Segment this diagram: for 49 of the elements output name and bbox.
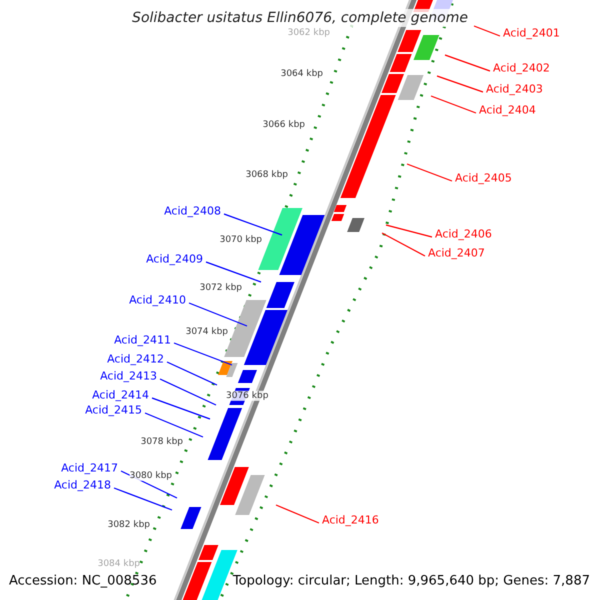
tick-label: 3072 kbp — [200, 282, 242, 294]
leader-line — [386, 224, 432, 238]
leader-line — [206, 261, 262, 283]
gene-label: Acid_2407 — [428, 248, 485, 260]
leader-line — [276, 504, 320, 524]
leader-line — [166, 361, 218, 386]
leader-line — [174, 342, 232, 366]
tick-label: 3064 kbp — [280, 68, 323, 80]
tick-label: 3082 kbp — [108, 520, 150, 530]
tick-label: 3062 kbp — [288, 28, 330, 38]
leader-line — [430, 95, 476, 114]
gene-label: Acid_2415 — [85, 404, 142, 418]
tick-label: 3080 kbp — [130, 470, 172, 482]
genome-info-text: Topology: circular; Length: 9,965,640 bp; Genes: 7,887 — [232, 574, 590, 590]
gene-label: Acid_2409 — [146, 254, 203, 266]
gene-label: Acid_2405 — [455, 172, 512, 186]
tick-label: 3070 kbp — [220, 234, 262, 246]
tick-label: 3068 kbp — [246, 170, 288, 180]
tick-label: 3078 kbp — [140, 436, 183, 448]
gene-label: Acid_2402 — [493, 62, 550, 76]
leader-line — [444, 54, 490, 72]
gene-label: Acid_2403 — [486, 84, 543, 96]
gene-label: Acid_2406 — [435, 228, 492, 242]
gene-label: Acid_2404 — [479, 104, 536, 118]
leader-line — [160, 378, 216, 406]
leader-line — [114, 487, 172, 511]
gene-label: Acid_2410 — [129, 294, 186, 308]
leader-line — [436, 75, 484, 93]
gene-label: Acid_2412 — [107, 354, 164, 366]
accession-text: Accession: NC_008536 — [9, 574, 157, 590]
gene-label: Acid_2413 — [100, 370, 157, 384]
leader-line — [382, 232, 426, 257]
leader-line — [152, 397, 210, 420]
gene-label: Acid_2416 — [322, 514, 379, 528]
gene-label: Acid_2411 — [114, 334, 171, 348]
tick-label: 3076 kbp — [226, 390, 268, 402]
leader-line — [144, 412, 204, 438]
gene-label: Acid_2417 — [61, 462, 118, 476]
leader-line — [224, 213, 282, 236]
tick-label: 3074 kbp — [186, 326, 228, 338]
leader-line — [474, 25, 500, 37]
gene-label: Acid_2414 — [92, 390, 149, 402]
leader-line — [188, 302, 248, 327]
gene-label: Acid_2418 — [54, 480, 111, 492]
tick-label: 3066 kbp — [262, 120, 305, 130]
tick-label: 3084 kbp — [98, 558, 140, 570]
leader-line — [406, 163, 452, 182]
gene-label: Acid_2408 — [164, 206, 221, 218]
gene-label: Acid_2401 — [503, 28, 560, 40]
